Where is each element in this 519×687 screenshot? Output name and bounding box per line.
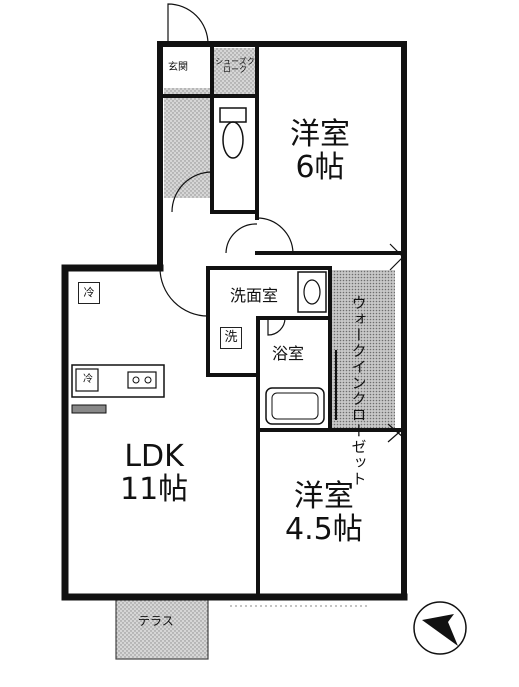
shoes-cloak-floor: [212, 48, 257, 98]
outer-wall-ldk: [61, 264, 408, 601]
north-arrow-icon: [413, 601, 467, 655]
refrigerator-space-kitchen: 冷: [83, 374, 93, 385]
refrigerator-space-top: 冷: [78, 282, 100, 304]
bathroom-label: 浴室: [272, 344, 305, 363]
bedroom6-door-swing: [256, 217, 294, 254]
kitchen-sink: [75, 368, 99, 392]
bath-door-swing: [267, 317, 286, 336]
hall-door-swing: [225, 223, 258, 254]
shoes-cloak-label: シューズクローク: [215, 57, 255, 74]
washbasin-counter: [297, 271, 327, 313]
laundry-space: 洗: [220, 327, 242, 349]
terrace-label: テラス: [138, 614, 174, 628]
room-size: 4.5帖: [285, 512, 363, 547]
outer-wall-top-block: [157, 41, 407, 271]
bathtub: [265, 387, 325, 425]
room-size: 11帖: [120, 472, 189, 507]
room-name: 洋室: [293, 479, 354, 514]
entrance-floor: [164, 88, 212, 198]
kitchen-stove: [127, 371, 157, 389]
toilet-tank: [219, 107, 247, 123]
room-western-6: 洋室 6帖: [290, 118, 350, 184]
room-ldk: LDK 11帖: [120, 440, 188, 506]
wall-hall-right: [210, 94, 259, 214]
room-western-45: 洋室 4.5帖: [285, 480, 363, 546]
washroom-label: 洗面室: [230, 286, 279, 305]
bathtub-inner: [271, 392, 319, 420]
room-size: 6帖: [295, 150, 345, 185]
entrance-label: 玄関: [168, 62, 188, 73]
ldk-door-swing: [159, 267, 209, 317]
closet-floor: [330, 270, 395, 430]
toilet-door-swing: [171, 171, 213, 213]
washbasin-bowl: [303, 279, 321, 305]
walk-in-closet-label: ウォークインクローゼット: [349, 295, 368, 487]
toilet-bowl: [222, 121, 244, 159]
room-name: 洋室: [290, 117, 350, 152]
wall-entry-divider: [162, 42, 259, 98]
terrace-floor: [115, 596, 209, 660]
kitchen-counter: [71, 364, 165, 398]
kitchen-shelf: [71, 404, 107, 414]
entry-door-swing: [167, 3, 209, 45]
room-name: LDK: [124, 439, 184, 474]
